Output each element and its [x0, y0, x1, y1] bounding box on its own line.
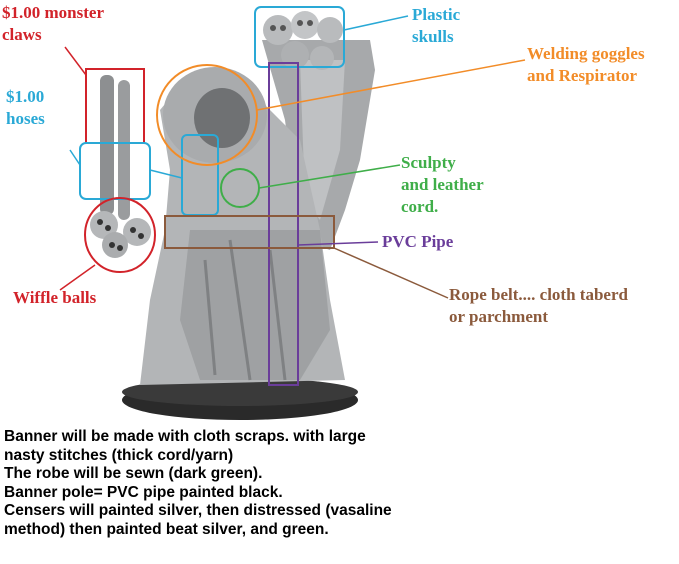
claws-box	[85, 68, 145, 144]
note-line: method) then painted beat silver, and gr…	[4, 520, 329, 538]
skulls-box	[254, 6, 345, 68]
note-line: Censers will painted silver, then distre…	[4, 502, 392, 520]
wiffle-balls-circle	[84, 197, 156, 273]
goggles-circle	[156, 64, 258, 166]
hoses-box-left	[79, 142, 151, 200]
note-line: nasty stitches (thick cord/yarn)	[4, 446, 234, 464]
leader-lines	[59, 15, 526, 299]
wiffle-ball-censers	[90, 211, 151, 258]
miniature-figure	[59, 6, 526, 420]
label-rope-belt: Rope belt.... cloth taberd or parchment	[449, 285, 628, 326]
note-line: Banner will be made with cloth scraps. w…	[4, 428, 366, 445]
censer-chains	[100, 75, 130, 220]
label-wiffle-balls: Wiffle balls	[13, 288, 97, 307]
label-monster-claws: $1.00 monster claws	[2, 3, 104, 44]
label-plastic-skulls: Plastic skulls	[412, 5, 461, 46]
pvc-pipe-box	[268, 62, 299, 386]
label-sculpty: Sculpty and leather cord.	[401, 153, 484, 216]
build-notes: Banner will be made with cloth scraps. w…	[4, 428, 674, 540]
label-pvc-pipe: PVC Pipe	[382, 232, 454, 251]
note-line: Banner pole= PVC pipe painted black.	[4, 483, 283, 501]
note-line: The robe will be sewn (dark green).	[4, 465, 263, 483]
rope-belt-box	[164, 215, 335, 249]
label-hoses: $1.00 hoses	[6, 87, 45, 128]
label-goggles: Welding goggles and Respirator	[527, 44, 645, 85]
